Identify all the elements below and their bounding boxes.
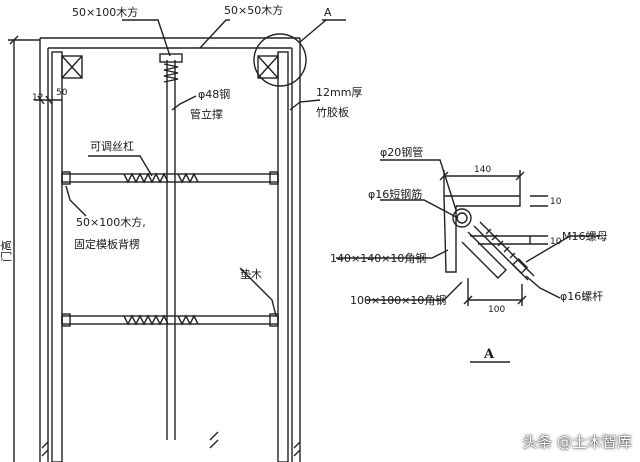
wood-pad-upper-left: [61, 171, 71, 185]
top-head-plate: [159, 53, 183, 63]
corner-wood-left: [61, 55, 83, 79]
label-wood-side-a: 50×100木方,: [76, 215, 146, 229]
label-detail-title: A: [483, 347, 495, 362]
label-steel-pipe-48-b: 管立撑: [190, 107, 223, 121]
watermark: 头条 @土木智库: [522, 433, 632, 451]
label-short-rebar-16: φ16短钢筋: [368, 187, 422, 201]
wood-pad-upper-right: [269, 171, 279, 185]
label-wood-side-b: 固定模板背楞: [74, 237, 140, 251]
label-dim-100: 100: [488, 305, 505, 315]
left-formwork-board: [51, 51, 63, 462]
label-wood-50x50: 50×50木方: [224, 3, 283, 17]
label-dim-12: 12: [32, 93, 43, 103]
corner-wood-right: [257, 55, 279, 79]
label-wood-50x100-top: 50×100木方: [72, 5, 138, 19]
strut-upper: [61, 173, 279, 183]
top-screw-thread: [163, 63, 179, 83]
strut-lower-thread: [123, 314, 169, 326]
label-door-height: 门高: [0, 240, 13, 262]
label-bamboo-board-a: 12mm厚: [316, 86, 362, 99]
label-dim-140: 140: [474, 165, 491, 175]
label-bamboo-board-b: 竹胶板: [316, 105, 349, 119]
detail-nut: [511, 257, 529, 275]
label-dim-10b: 10: [550, 237, 562, 247]
label-pad-wood: 垫木: [240, 267, 262, 281]
label-nut-m16: M16螺母: [562, 230, 608, 243]
label-angle-100: 100×100×10角钢: [350, 294, 446, 307]
detail-leader: [299, 19, 327, 43]
angle-140: [444, 195, 521, 207]
strut-lower: [61, 315, 279, 325]
wood-pad-lower-right: [269, 313, 279, 327]
label-dim-50: 50: [56, 88, 68, 98]
label-adjustable-screw: 可调丝杠: [90, 140, 134, 153]
strut-upper-thread: [123, 172, 169, 184]
label-detail-ref: A: [324, 6, 332, 19]
right-formwork-board: [277, 51, 289, 462]
label-angle-140: 140×140×10角钢: [330, 252, 426, 265]
label-bolt-16: φ16螺杆: [560, 289, 603, 303]
label-steel-pipe-20: φ20钢管: [380, 145, 423, 159]
label-steel-pipe-48-a: φ48钢: [198, 88, 230, 101]
detail-circle-a: [253, 33, 307, 87]
label-dim-10a: 10: [550, 197, 562, 207]
wood-pad-lower-left: [61, 313, 71, 327]
detail-steel-pipe: [452, 208, 472, 228]
angle-100: [461, 231, 507, 279]
